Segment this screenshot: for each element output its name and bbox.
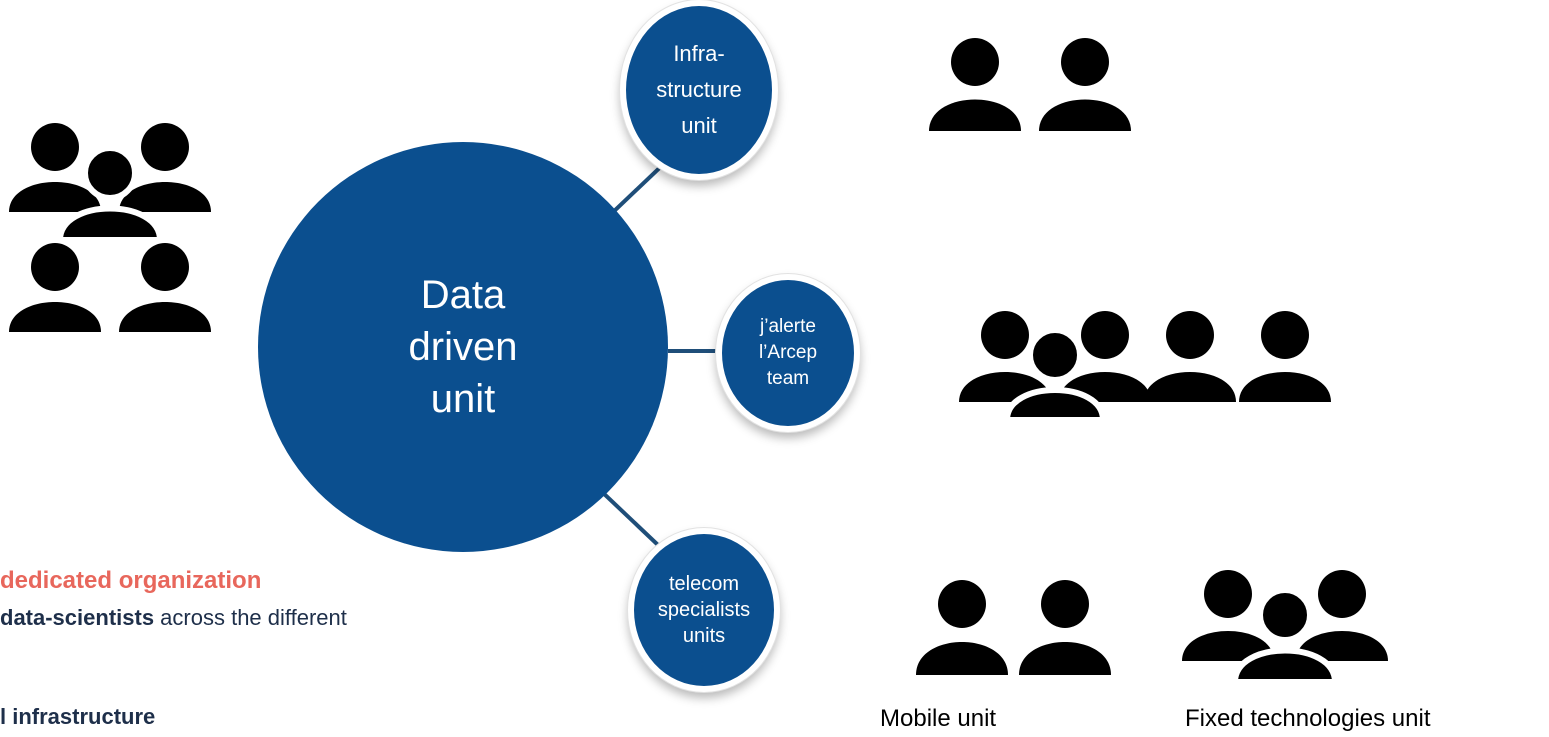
central-line-3: unit	[430, 377, 496, 421]
infra-line-2: structure	[656, 77, 742, 102]
connector-telecom	[598, 488, 660, 547]
person-icon	[1231, 587, 1339, 685]
infra-line-1: Infra-	[673, 41, 725, 66]
person-icon	[1182, 570, 1274, 661]
note-line-infrastructure: l infrastructure	[0, 704, 155, 730]
jalerte-line-1: j’alerte	[760, 316, 816, 337]
people-icon-group-infrastructure	[929, 38, 1131, 131]
central-line-1: Data	[420, 273, 506, 317]
people-icon-group-fixed	[1182, 570, 1388, 685]
person-icon	[9, 123, 101, 212]
people-icon-group-mobile	[916, 580, 1111, 675]
note-bold-data-scientists: data-scientists	[0, 605, 155, 630]
telecom-specialists-node: telecom specialists units	[628, 528, 780, 692]
note-prefix: l	[0, 704, 13, 729]
dedicated-organization-heading: dedicated organization	[0, 567, 262, 594]
note-text-across: across the different	[154, 605, 347, 630]
person-icon	[1019, 580, 1111, 675]
telecom-line-2: specialists	[657, 599, 751, 621]
jalerte-line-3: team	[766, 368, 810, 389]
infra-line-3: unit	[681, 113, 717, 138]
telecom-line-3: units	[682, 625, 726, 647]
note-line-data-scientists: data-scientists across the different	[0, 605, 347, 631]
jalerte-team-node: j’alerte l’Arcep team	[716, 274, 860, 432]
central-line-2: driven	[408, 325, 518, 369]
note-bold-infrastructure: infrastructure	[12, 704, 156, 729]
people-icon-group-jalerte	[959, 311, 1331, 423]
mobile-unit-caption: Mobile unit	[880, 705, 997, 732]
person-icon	[119, 243, 211, 332]
person-icon	[929, 38, 1021, 131]
person-icon	[1003, 327, 1107, 423]
person-icon	[119, 123, 211, 212]
person-icon	[916, 580, 1008, 675]
people-icon-group-left	[9, 123, 211, 332]
infrastructure-unit-node: Infra- structure unit	[620, 0, 778, 180]
person-icon	[1039, 38, 1131, 131]
person-icon	[1296, 570, 1388, 661]
person-icon	[9, 243, 101, 332]
person-icon	[1144, 311, 1236, 402]
person-icon	[56, 145, 164, 243]
data-driven-unit-node: Data driven unit	[258, 142, 668, 552]
telecom-line-1: telecom	[668, 573, 740, 595]
person-icon	[1239, 311, 1331, 402]
jalerte-line-2: l’Arcep	[758, 342, 818, 363]
fixed-technologies-unit-caption: Fixed technologies unit	[1185, 705, 1431, 732]
